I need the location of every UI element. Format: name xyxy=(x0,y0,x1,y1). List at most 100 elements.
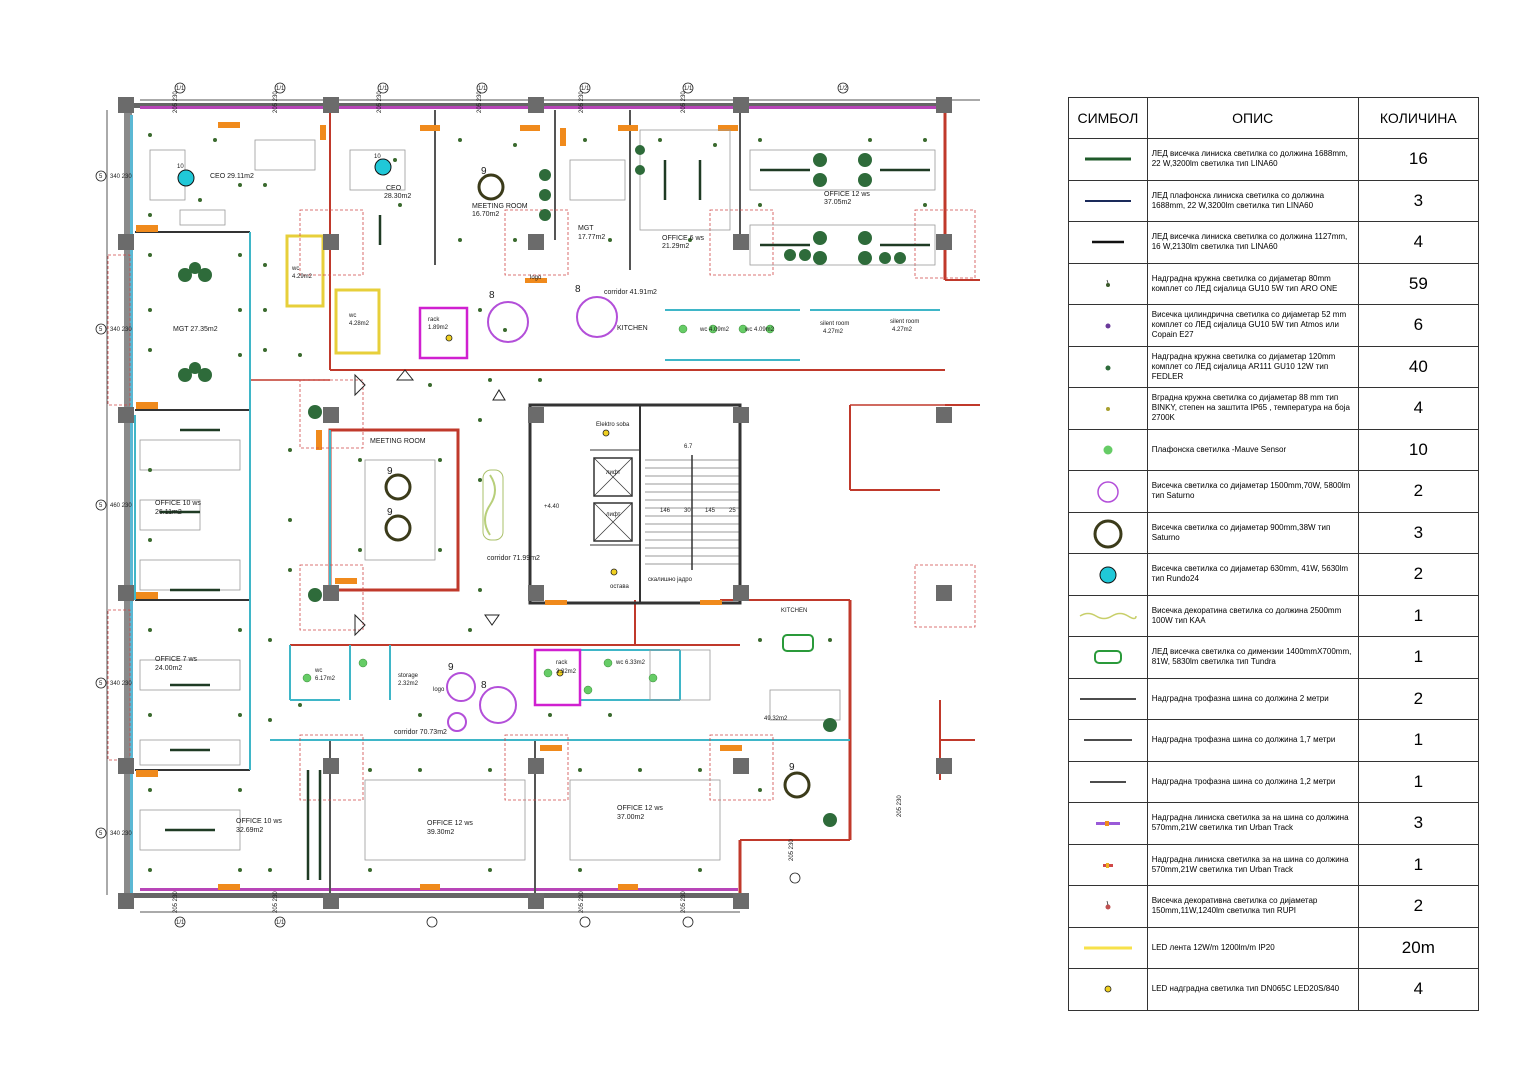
legend-description: Плафонска светилка -Mauve Sensor xyxy=(1146,428,1359,471)
legend-row: Надградна кружна светилка со дијаметар 8… xyxy=(1068,262,1480,305)
ring-number: 10 xyxy=(177,164,184,170)
room-label: скалишно јадро xyxy=(648,577,693,583)
door-mark: 6.7 xyxy=(684,444,693,450)
legend-row: ЛЕД висечка линиска светилка со должина … xyxy=(1068,221,1480,264)
level-mark: +4.40 xyxy=(544,504,560,510)
room-label: 21.29m2 xyxy=(662,243,689,250)
ceiling-linear-line-symbol-icon xyxy=(1084,199,1131,202)
stair-dimension: 25 xyxy=(729,508,736,514)
legend-symbol-cell xyxy=(1068,179,1148,222)
ring-number: 9 xyxy=(387,466,393,477)
quantity-column-header: КОЛИЧИНА xyxy=(1357,97,1480,139)
dimension-label: 340 230 xyxy=(110,831,132,837)
room-label: corridor 70.73m2 xyxy=(394,729,447,736)
legend-symbol-cell xyxy=(1068,594,1148,637)
legend-description: Надградна кружна светилка со дијаметар 8… xyxy=(1146,262,1359,305)
legend-symbol-cell xyxy=(1068,677,1148,720)
legend-quantity: 4 xyxy=(1357,968,1480,1011)
room-label: wc 4.09m2 xyxy=(699,327,730,333)
legend-quantity: 40 xyxy=(1357,345,1480,388)
legend-symbol-cell xyxy=(1068,802,1148,845)
dimension-label: 340 230 xyxy=(110,327,132,333)
room-label: wc 6.33m2 xyxy=(615,660,646,666)
legend-row: Висечка светилка со дијаметар 1500mm,70W… xyxy=(1068,470,1480,513)
room-label: corridor 41.91m2 xyxy=(604,289,657,296)
legend-symbol-cell xyxy=(1068,428,1148,471)
legend-symbol-cell xyxy=(1068,760,1148,803)
legend-symbol-cell xyxy=(1068,304,1148,347)
grid-ref: 1/1 xyxy=(176,86,185,92)
legend-quantity: 2 xyxy=(1357,553,1480,596)
fedler-dot-symbol-icon xyxy=(1105,365,1111,371)
legend-quantity: 4 xyxy=(1357,387,1480,430)
description-column-header: ОПИС xyxy=(1146,97,1359,139)
legend-quantity: 1 xyxy=(1357,760,1480,803)
grid-ref: 1/2 xyxy=(839,86,848,92)
legend-quantity: 4 xyxy=(1357,221,1480,264)
grid-ref: 1/1 xyxy=(379,86,388,92)
legend-description: ЛЕД плафонска линиска светилка со должин… xyxy=(1146,179,1359,222)
mauve-sensor-symbol-icon xyxy=(1103,445,1113,455)
room-label: 39.30m2 xyxy=(427,829,454,836)
room-label: OFFICE 10 ws xyxy=(155,500,201,507)
legend-symbol-cell xyxy=(1068,719,1148,762)
legend-description: Надградна трофазна шина со должина 1,2 м… xyxy=(1146,760,1359,803)
small-fixture-dots xyxy=(148,133,927,872)
room-label: logo xyxy=(433,687,445,693)
room-label: 1.89m2 xyxy=(428,325,449,331)
aro-one-dot-symbol-icon xyxy=(1105,279,1110,287)
dimension-label: 205 230 xyxy=(273,91,279,113)
room-label: 37.00m2 xyxy=(617,814,644,821)
room-label: 24.00m2 xyxy=(155,665,182,672)
legend-symbol-cell xyxy=(1068,843,1148,886)
legend-description: Висечка светилка со дијаметар 900mm,38W … xyxy=(1146,511,1359,554)
room-label: corridor 71.99m2 xyxy=(487,555,540,562)
grid-bubbles-top xyxy=(174,82,849,928)
room-label: logo xyxy=(530,275,542,281)
legend-symbol-cell xyxy=(1068,968,1148,1011)
room-label: 4.27m2 xyxy=(823,329,844,335)
legend-quantity: 6 xyxy=(1357,304,1480,347)
legend-description: Надградна трофазна шина со должина 2 мет… xyxy=(1146,677,1359,720)
grid-ref: 1/1 xyxy=(276,920,285,926)
room-label: 4.27m2 xyxy=(892,327,913,333)
track-1-7m-line-symbol-icon xyxy=(1083,739,1132,741)
room-label: storage xyxy=(398,673,419,679)
room-label: 4.29m2 xyxy=(292,274,313,280)
legend-symbol-cell xyxy=(1068,885,1148,928)
legend-description: ЛЕД висечка линиска светилка со должина … xyxy=(1146,221,1359,264)
saturno-1500-ring-symbol-icon xyxy=(1097,481,1119,503)
tundra-fixture xyxy=(782,634,814,652)
saturno-large-rings xyxy=(446,296,618,732)
legend-symbol-cell xyxy=(1068,926,1148,969)
room-label: rack xyxy=(428,317,440,323)
legend-quantity: 1 xyxy=(1357,843,1480,886)
room-label: 6.17m2 xyxy=(315,676,336,682)
room-label: 17.77m2 xyxy=(578,234,605,241)
room-label: OFFICE 6 ws xyxy=(662,235,705,242)
dimension-label: 205 230 xyxy=(377,91,383,113)
ring-number: 9 xyxy=(387,507,393,518)
plants xyxy=(178,145,906,827)
track-1-2m-line-symbol-icon xyxy=(1089,781,1126,783)
room-label: CEO xyxy=(386,185,402,192)
legend-description: LED надградна светилка тип DN065C LED20S… xyxy=(1146,968,1359,1011)
room-label: wc xyxy=(314,668,322,674)
legend-row: Висечка декоративна светилка со дијамета… xyxy=(1068,885,1480,928)
dimension-label: 460 230 xyxy=(110,503,132,509)
legend-quantity: 20m xyxy=(1357,926,1480,969)
legend-symbol-cell xyxy=(1068,553,1148,596)
rack-rooms xyxy=(418,306,582,707)
mauve-sensor-fixtures xyxy=(302,324,775,695)
room-label: OFFICE 12 ws xyxy=(824,191,870,198)
legend-quantity: 2 xyxy=(1357,470,1480,513)
dimension-label: 205 230 xyxy=(273,891,279,913)
legend-row: Надградна трофазна шина со должина 1,7 м… xyxy=(1068,719,1480,762)
grid-ref: 5 xyxy=(99,681,103,687)
legend-symbol-cell xyxy=(1068,511,1148,554)
dimension-labels: 340 230 340 230 460 230 340 230 340 230 … xyxy=(110,91,903,913)
legend-description: LED лента 12W/m 1200lm/m IP20 xyxy=(1146,926,1359,969)
led-strip-yellow-symbol-icon xyxy=(1083,946,1132,950)
led-linear-green-line-symbol-icon xyxy=(1084,157,1131,161)
ring-number: 8 xyxy=(575,284,581,295)
